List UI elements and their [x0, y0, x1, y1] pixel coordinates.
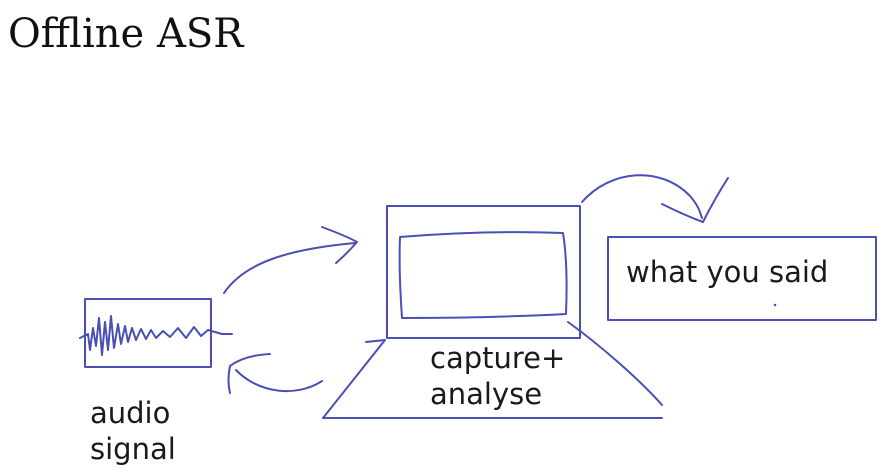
arrowhead-laptop-to-output: [662, 178, 728, 222]
waveform: [80, 316, 232, 355]
arrow-audio-to-laptop: [224, 243, 355, 293]
audio-label-line1: audio: [90, 395, 176, 431]
capture-label-line1: capture+: [430, 340, 565, 376]
laptop-screen-inner: [400, 232, 567, 318]
arrow-laptop-to-audio: [236, 370, 322, 391]
arrow-laptop-to-output: [582, 175, 702, 218]
capture-analyse-label: capture+ analyse: [430, 340, 565, 412]
audio-signal-label: audio signal: [90, 395, 176, 467]
capture-label-line2: analyse: [430, 376, 565, 412]
audio-label-line2: signal: [90, 431, 176, 467]
output-text: what you said: [626, 254, 828, 290]
ink-dot: [774, 304, 777, 307]
